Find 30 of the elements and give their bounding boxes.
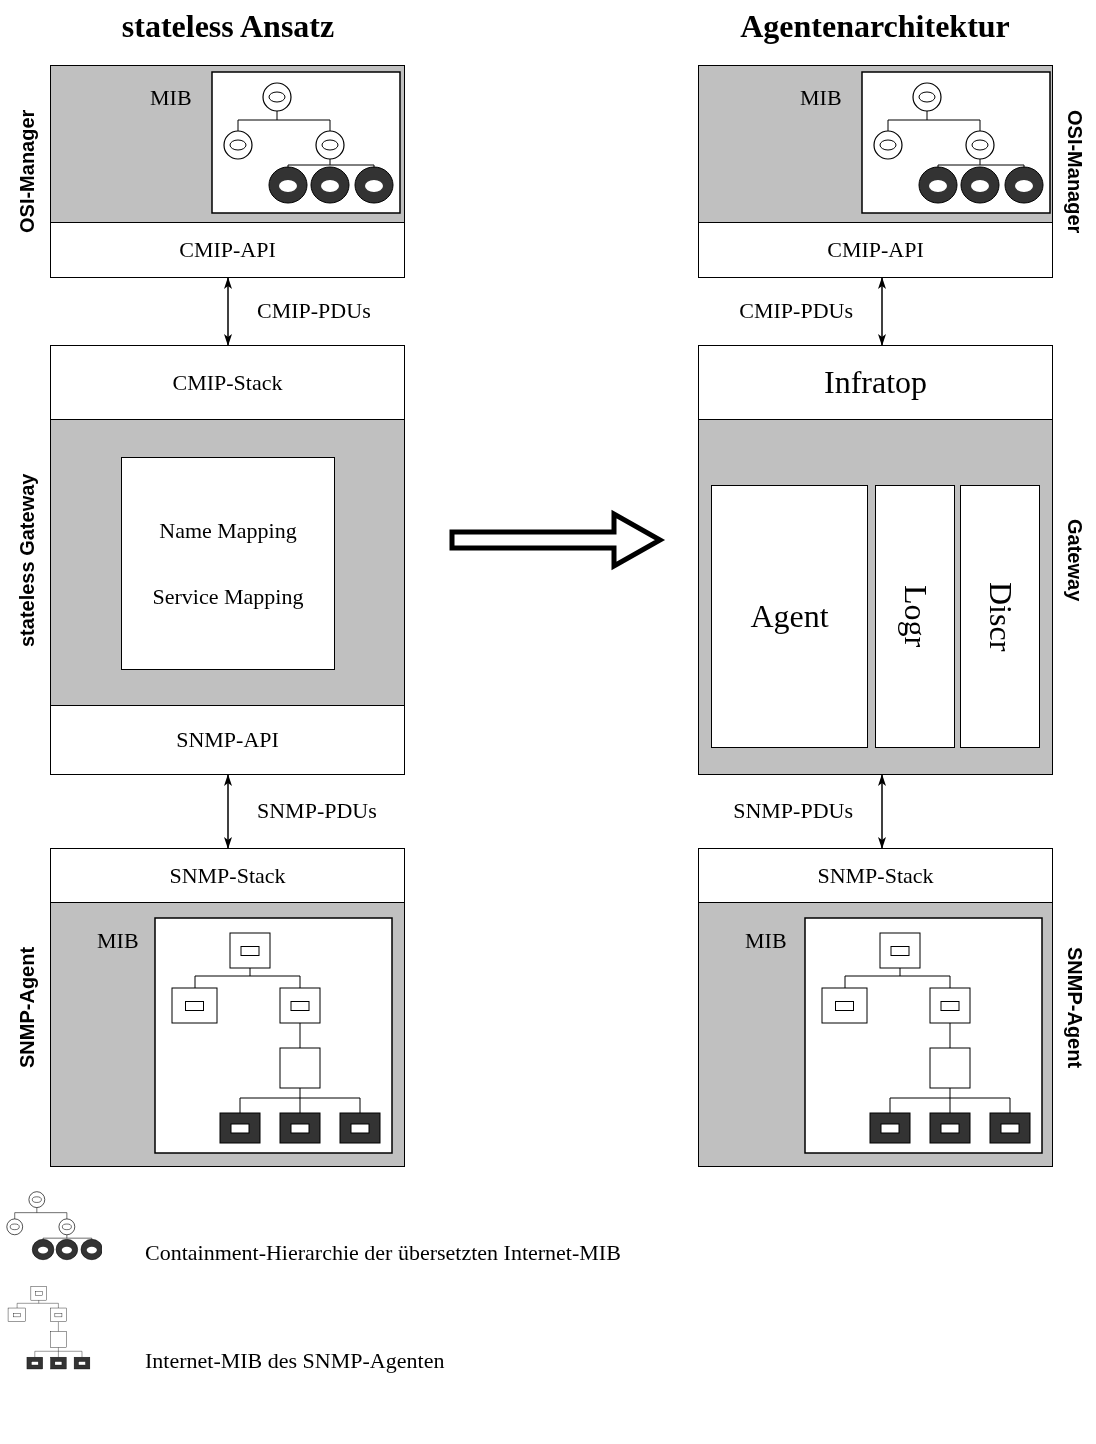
legend-text: Containment-Hierarchie der übersetzten Internet-MIB xyxy=(145,1240,621,1266)
component-box: SNMP-API xyxy=(50,705,405,775)
component-label: SNMP-Agent xyxy=(14,945,39,1071)
double-arrow xyxy=(878,277,886,346)
mib-label: MIB xyxy=(97,928,139,954)
component-label: Gateway xyxy=(1062,517,1087,604)
component-box: Discr xyxy=(960,485,1040,748)
component-box: Name Mapping Service Mapping xyxy=(121,457,335,670)
heading: stateless Ansatz xyxy=(121,8,335,45)
component-box: SNMP-Stack xyxy=(50,848,405,903)
component-label: SNMP-Agent xyxy=(1062,945,1087,1071)
component-box: Infratop xyxy=(698,345,1053,420)
mib-label: MIB xyxy=(150,85,192,111)
component-box: CMIP-Stack xyxy=(50,345,405,420)
double-arrow xyxy=(224,277,232,346)
hollow-arrow xyxy=(449,509,666,571)
component-box: Logr xyxy=(875,485,955,748)
double-arrow xyxy=(878,774,886,849)
heading: Agentenarchitektur xyxy=(740,8,1010,45)
mib-label: MIB xyxy=(800,85,842,111)
component-label: OSI-Manager xyxy=(14,108,39,236)
component-box: SNMP-Stack xyxy=(698,848,1053,903)
component-label: OSI-Manager xyxy=(1062,108,1087,236)
component-box: CMIP-API xyxy=(50,222,405,278)
component-box: CMIP-API xyxy=(698,222,1053,278)
component-box: Agent xyxy=(711,485,868,748)
double-arrow xyxy=(224,774,232,849)
component-label: stateless Gateway xyxy=(14,472,39,649)
legend-text: Internet-MIB des SNMP-Agenten xyxy=(145,1348,445,1374)
mib-label: MIB xyxy=(745,928,787,954)
